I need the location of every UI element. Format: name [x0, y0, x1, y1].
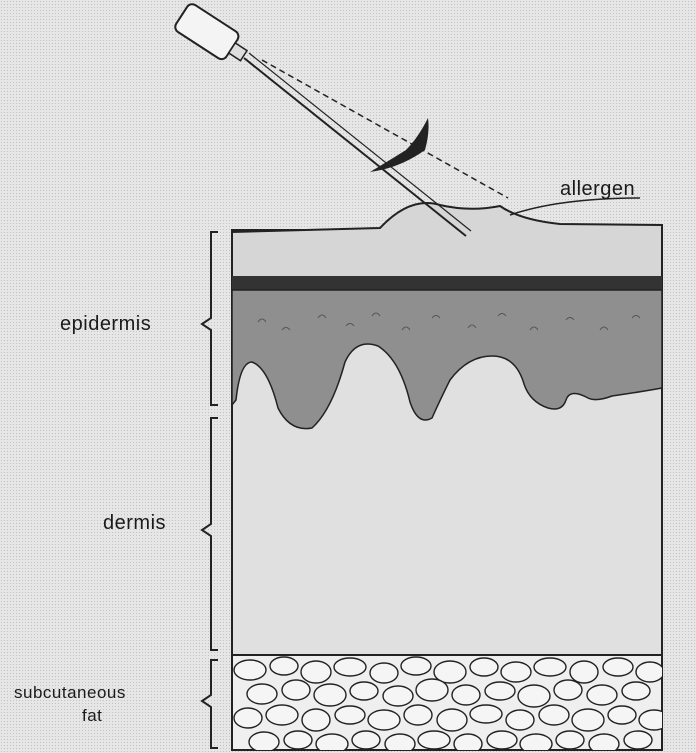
- fat-brace: [202, 660, 218, 748]
- dermis-brace: [202, 418, 218, 650]
- epidermis-brace: [202, 232, 218, 405]
- dark-band-layer: [232, 276, 662, 290]
- dermis-label: dermis: [103, 512, 166, 535]
- epidermis-label: epidermis: [60, 313, 151, 336]
- syringe-needle: [173, 2, 508, 236]
- subcutaneous-fat-label-line2: fat: [82, 706, 102, 726]
- subcutaneous-fat-label-line1: subcutaneous: [14, 683, 126, 703]
- stratum-corneum-layer: [232, 203, 662, 278]
- allergen-label: allergen: [560, 178, 635, 201]
